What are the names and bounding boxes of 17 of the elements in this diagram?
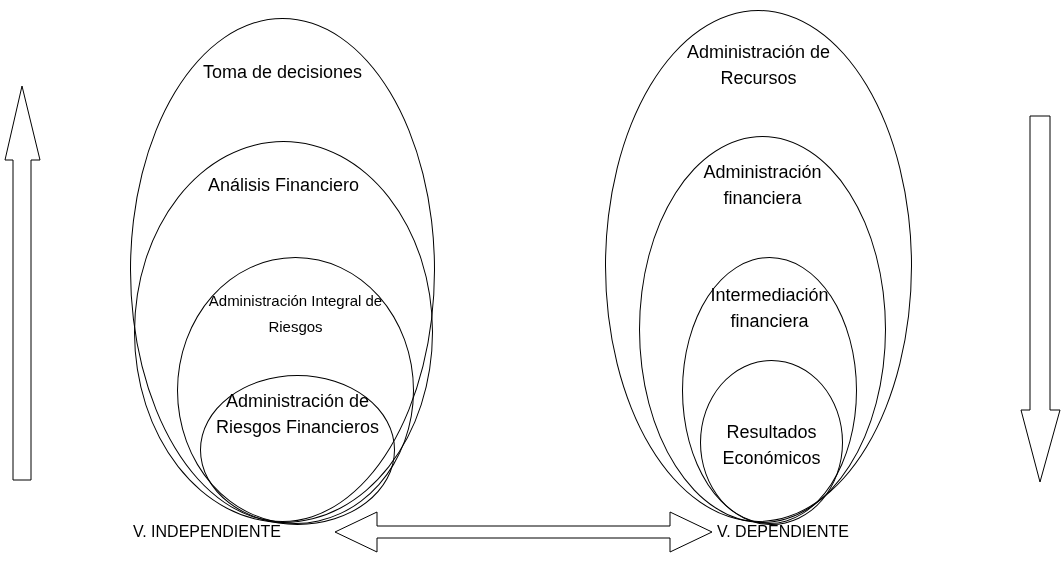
ellipse-label: Intermediación financiera — [709, 284, 830, 333]
ellipse-label: Análisis Financiero — [206, 174, 361, 197]
ellipse — [639, 136, 886, 523]
ellipse — [130, 18, 435, 522]
ellipse — [177, 257, 414, 524]
variable-label: V. DEPENDIENTE — [712, 522, 862, 544]
ellipse-label: Resultados Económicos — [721, 421, 822, 470]
ellipse — [605, 10, 912, 522]
ellipse — [700, 360, 843, 525]
ellipse-label: Toma de decisiones — [202, 61, 363, 84]
double-arrow — [334, 511, 713, 553]
ellipse-label: Administración de Recursos — [685, 41, 832, 90]
ellipse-label: Administración financiera — [702, 161, 823, 210]
ellipse-label: Administración de Riesgos Financieros — [214, 390, 381, 439]
variable-label: V. INDEPENDIENTE — [130, 522, 335, 544]
ellipse — [682, 257, 857, 524]
ellipse-label: Administración Integral de Riesgos — [207, 291, 384, 337]
